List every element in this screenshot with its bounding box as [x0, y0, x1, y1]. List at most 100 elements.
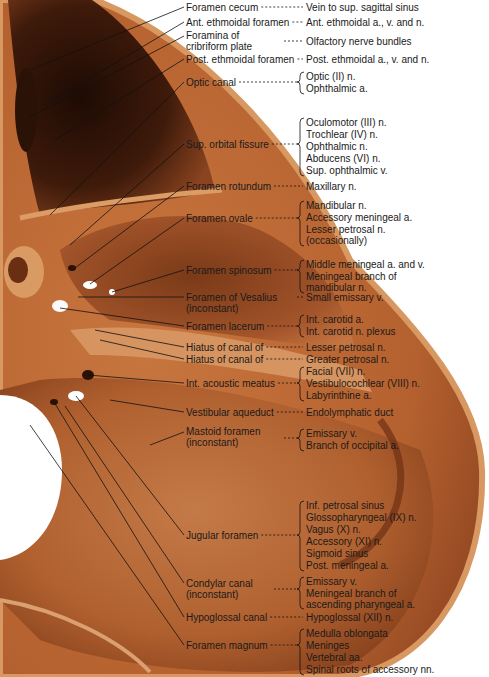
posterior-fossa [0, 378, 433, 672]
foramen-contents: Accessory (XI) n. [306, 536, 382, 547]
foramen-name: Post. ethmoidal foramen [186, 54, 294, 65]
foramen-name: Foramen lacerum [186, 321, 264, 332]
curly-bracket [297, 260, 304, 293]
dashed-leader [274, 589, 297, 590]
foramen-contents: Ophthalmic a. [306, 83, 368, 94]
leader-line [30, 7, 184, 70]
foramen-hole [83, 281, 97, 289]
dashed-leader [284, 438, 297, 439]
curly-bracket [297, 501, 304, 571]
anterior-fossa [8, 0, 215, 215]
leader-line [65, 406, 184, 583]
foramen-contents: Branch of occipital a. [306, 440, 399, 451]
foramen-contents: Lesser petrosal n. [306, 342, 386, 353]
leader-line [45, 22, 184, 105]
dashed-leader [270, 617, 303, 618]
leader-line [110, 400, 184, 412]
foramen-name: Foramen of Vesalius (inconstant) [186, 292, 294, 314]
dashed-leader [292, 22, 303, 23]
foramen-contents: Post. meningeal a. [306, 560, 389, 571]
leader-lines [28, 7, 184, 645]
foramen-contents: Hypoglossal (XII) n. [306, 612, 393, 623]
leader-line [50, 82, 184, 215]
dashed-leader [272, 144, 297, 145]
foramen-contents: Glossopharyngeal (IX) n. [306, 512, 417, 523]
dashed-leader [261, 7, 303, 8]
curly-bracket [297, 201, 304, 246]
leader-line [150, 432, 184, 445]
foramen-contents: Labyrinthine a. [306, 390, 372, 401]
foramen-contents: Meningeal branch of mandibular n. [306, 271, 398, 293]
foramen-contents: Post. ethmoidal a., v. and n. [306, 54, 429, 65]
dashed-leader [297, 59, 303, 60]
foramen-contents: Spinal roots of accessory nn. [306, 664, 434, 675]
curly-bracket [297, 315, 304, 337]
foramen-name: Foramen spinosum [186, 265, 272, 276]
foramen-contents: Maxillary n. [306, 181, 357, 192]
foramen-contents: Trochlear (IV) n. [306, 129, 378, 140]
dashed-leader [256, 218, 297, 219]
foramen-contents: Emissary v. [306, 428, 357, 439]
dashed-leader [274, 186, 303, 187]
foramen-name: Hypoglossal canal [186, 612, 267, 623]
sella-turcica [4, 246, 44, 298]
foramen-name: Hiatus of canal of [186, 354, 263, 365]
foramen-contents: Lesser petrosal n. (occasionally) [306, 224, 401, 246]
dashed-leader [275, 270, 297, 271]
leader-line [55, 59, 184, 140]
foramen-hole [68, 265, 76, 271]
foramen-contents: Vein to sup. sagittal sinus [306, 2, 419, 13]
foramen-contents: Vertebral aa. [306, 652, 363, 663]
foramen-contents: Sigmoid sinus [306, 548, 368, 559]
leader-line [100, 340, 184, 359]
curly-bracket [297, 577, 304, 609]
dashed-leader [239, 82, 297, 83]
dashed-leader [297, 297, 303, 298]
foramen-contents: Optic (II) n. [306, 71, 355, 82]
leader-line [112, 270, 184, 292]
foramen-name: Ant. ethmoidal foramen [186, 17, 289, 28]
dashed-leader [278, 383, 297, 384]
foramen-contents: Facial (VII) n. [306, 366, 365, 377]
curly-bracket [297, 429, 304, 451]
foramen-contents: Ophthalmic n. [306, 141, 368, 152]
foramen-name: Optic canal [186, 77, 236, 88]
curly-bracket [297, 629, 304, 675]
foramen-name: Condylar canal (inconstant) [186, 578, 271, 600]
foramen-contents: Inf. petrosal sinus [306, 500, 384, 511]
leader-line [30, 425, 184, 645]
foramen-contents: Mandibular n. [306, 200, 367, 211]
curly-bracket [297, 118, 304, 176]
foramen-name: Foramen magnum [186, 640, 268, 651]
foramen-name: Foramen rotundum [186, 181, 271, 192]
foramen-contents: Sup. ophthalmic v. [306, 165, 388, 176]
dashed-leader [271, 645, 297, 646]
dashed-leader [261, 535, 297, 536]
leader-line [88, 375, 184, 383]
foramen-contents: Meninges [306, 640, 349, 651]
foramen-name: Foramina of cribriform plate [186, 30, 281, 52]
foramen-contents: Small emissary v. [306, 292, 384, 303]
bracket-group [239, 7, 304, 675]
foramen-contents: Vagus (X) n. [306, 524, 361, 535]
dashed-leader [284, 41, 303, 42]
foramen-contents: Meningeal branch of ascending pharyngeal… [306, 588, 431, 610]
foramen-name: Sup. orbital fissure [186, 139, 269, 150]
foramen-name: Foramen cecum [186, 2, 258, 13]
dashed-leader [266, 347, 303, 348]
foramen-contents: Emissary v. [306, 576, 357, 587]
sella-pit [8, 257, 28, 283]
foramen-contents: Int. carotid a. [306, 314, 364, 325]
foramen-contents: Middle meningeal a. and v. [306, 259, 425, 270]
cribriform-plate [15, 68, 37, 152]
leader-line [60, 308, 184, 326]
curly-bracket [297, 72, 304, 94]
leader-line [75, 186, 184, 268]
foramen-contents: Ant. ethmoidal a., v. and n. [306, 17, 424, 28]
dashed-leader [277, 412, 303, 413]
foramen-contents: Greater petrosal n. [306, 354, 389, 365]
foramen-contents: Vestibulocochlear (VIII) n. [306, 378, 420, 389]
foramen-contents: Int. carotid n. plexus [306, 326, 396, 337]
